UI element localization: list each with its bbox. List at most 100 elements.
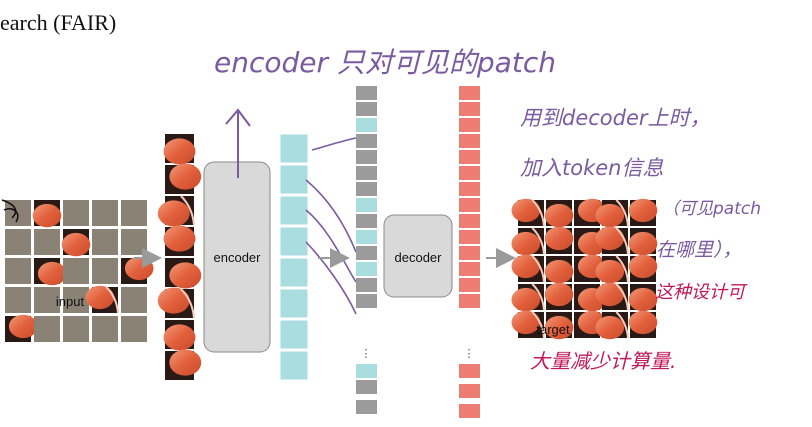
annotation-encoder-visible: encoder 只对可见的patch bbox=[214, 46, 556, 79]
input-patch bbox=[5, 287, 31, 313]
input-patch bbox=[63, 316, 89, 342]
decoder-output-token bbox=[459, 246, 480, 260]
input-label: input bbox=[56, 294, 85, 309]
visible-patch bbox=[157, 287, 195, 319]
encoded-token bbox=[279, 226, 309, 257]
full-token-sequence bbox=[356, 86, 377, 414]
decoder-output-token bbox=[459, 384, 480, 398]
encoded-token bbox=[279, 164, 309, 195]
target-patch bbox=[595, 226, 629, 255]
input-patch bbox=[5, 314, 38, 342]
sequence-mask-token bbox=[356, 400, 377, 414]
sequence-visible-token bbox=[356, 118, 377, 132]
input-patch bbox=[121, 256, 154, 284]
encoded-token-column bbox=[279, 133, 309, 381]
decoder-output-token bbox=[459, 118, 480, 132]
header-title-fragment: earch (FAIR) bbox=[0, 10, 116, 35]
input-image bbox=[5, 200, 154, 342]
input-patch bbox=[92, 229, 118, 255]
decoder-output-token bbox=[459, 198, 480, 212]
annotation-decoder-line4: 在哪里）， bbox=[656, 239, 742, 261]
target-patch bbox=[511, 254, 545, 283]
target-patch bbox=[595, 282, 629, 311]
visible-patch bbox=[163, 134, 196, 165]
target-patch bbox=[511, 198, 545, 227]
sequence-visible-token bbox=[356, 364, 377, 378]
target-patch bbox=[595, 255, 629, 284]
decoder-output-token bbox=[459, 404, 480, 418]
annotation-decoder-line2: 加入token信息 bbox=[520, 156, 663, 180]
decoder-output-token bbox=[459, 86, 480, 100]
encoded-token bbox=[279, 350, 309, 381]
input-patch bbox=[92, 258, 118, 284]
sequence-mask-token bbox=[356, 166, 377, 180]
input-patch bbox=[85, 285, 119, 314]
decoder-output-token bbox=[459, 262, 480, 276]
decoder-output-token bbox=[459, 102, 480, 116]
decoder-label: decoder bbox=[395, 250, 443, 265]
input-patch bbox=[34, 229, 60, 255]
encoded-token bbox=[279, 257, 309, 288]
input-patch bbox=[92, 200, 118, 226]
target-patch bbox=[628, 310, 658, 338]
target-patch bbox=[511, 310, 545, 339]
annotation-decoder-line3: （可见patch bbox=[662, 199, 761, 219]
input-patch bbox=[92, 316, 118, 342]
encoded-token bbox=[279, 133, 309, 164]
input-patch bbox=[5, 229, 31, 255]
decoder-output-token bbox=[459, 294, 480, 308]
sequence-mask-token bbox=[356, 278, 377, 292]
target-patch bbox=[595, 199, 629, 228]
encoded-token bbox=[279, 195, 309, 226]
sequence-mask-token bbox=[356, 246, 377, 260]
target-patch bbox=[544, 226, 574, 254]
target-patch bbox=[511, 227, 545, 256]
encoder-label: encoder bbox=[214, 250, 262, 265]
target-patch bbox=[628, 228, 658, 256]
input-patch bbox=[63, 200, 89, 226]
sequence-mask-token bbox=[356, 102, 377, 116]
target-patch bbox=[511, 283, 545, 312]
sequence-visible-token bbox=[356, 230, 377, 244]
input-patch bbox=[5, 258, 31, 284]
input-patch bbox=[121, 287, 147, 313]
visible-patch bbox=[163, 320, 196, 351]
decoder-output-token bbox=[459, 278, 480, 292]
visible-patch-strip bbox=[157, 134, 202, 380]
handwritten-connection-lines bbox=[305, 137, 357, 315]
annotation-design-line1: 这种设计可 bbox=[655, 282, 748, 303]
target-image bbox=[511, 198, 658, 340]
visible-patch bbox=[157, 195, 195, 227]
sequence-mask-token bbox=[356, 86, 377, 100]
decoder-output-token bbox=[459, 230, 480, 244]
handwritten-scribble-icon bbox=[1, 199, 19, 223]
sequence-mask-token bbox=[356, 294, 377, 308]
target-patch bbox=[544, 312, 574, 340]
sequence-mask-token bbox=[356, 150, 377, 164]
target-patch bbox=[544, 200, 574, 228]
sequence-visible-token bbox=[356, 262, 377, 276]
decoder-output-column bbox=[459, 86, 480, 418]
input-patch bbox=[121, 229, 147, 255]
sequence-mask-token bbox=[356, 380, 377, 394]
sequence-mask-token bbox=[356, 182, 377, 196]
annotation-design-line2: 大量减少计算量. bbox=[530, 349, 676, 373]
input-patch bbox=[34, 287, 60, 313]
encoded-token bbox=[279, 319, 309, 350]
decoder-output-token bbox=[459, 182, 480, 196]
target-patch bbox=[628, 254, 658, 282]
input-patch bbox=[121, 316, 147, 342]
input-patch bbox=[63, 258, 89, 284]
sequence-visible-token bbox=[356, 198, 377, 212]
visible-patch bbox=[165, 349, 202, 380]
annotation-decoder-line1: 用到decoder上时， bbox=[520, 106, 711, 130]
sequence-mask-token bbox=[356, 134, 377, 148]
visible-patch bbox=[163, 225, 196, 256]
target-patch bbox=[544, 282, 574, 310]
input-patch bbox=[32, 200, 62, 228]
input-patch bbox=[63, 287, 89, 313]
decoder-output-token bbox=[459, 364, 480, 378]
encoded-token bbox=[279, 288, 309, 319]
input-patch bbox=[34, 258, 67, 286]
